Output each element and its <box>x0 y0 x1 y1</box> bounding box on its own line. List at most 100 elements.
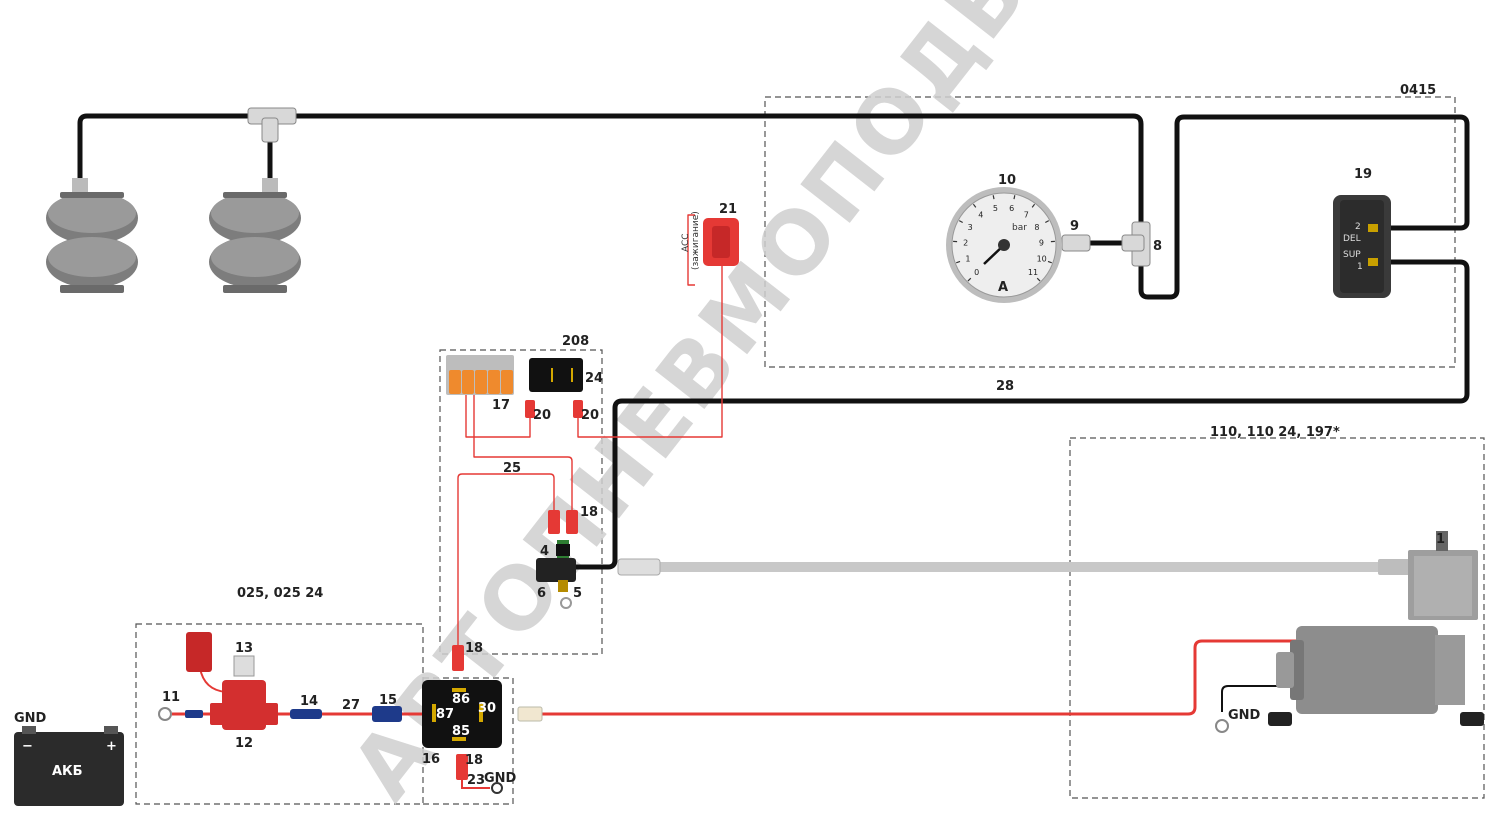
rocker-switch[interactable] <box>529 358 583 392</box>
gauge-tick <box>992 195 995 200</box>
power-wires <box>172 639 1296 716</box>
gauge-tick <box>1031 203 1036 208</box>
gauge-scale-label: 6 <box>1009 204 1014 213</box>
group-label-compressor: 110, 110 24, 197* <box>1210 425 1340 440</box>
label-18-relay-top: 18 <box>465 641 483 656</box>
relay <box>422 680 502 748</box>
pressure-switch <box>536 540 576 609</box>
gauge-tick <box>967 277 972 282</box>
valve-sup: SUP <box>1343 250 1361 260</box>
label-18-relay-bottom: 18 <box>465 753 483 768</box>
connector-15 <box>372 706 402 722</box>
connector-20b <box>573 400 583 418</box>
group-label-valve: 0415 <box>1400 83 1436 98</box>
air-lines <box>77 113 1470 570</box>
group-boxes <box>135 96 1485 805</box>
wire-25-a <box>457 473 555 645</box>
connector-18-top-b <box>566 510 578 534</box>
valve-group-box <box>764 96 1456 368</box>
gnd-label-compressor: GND <box>1228 708 1261 723</box>
relay-box-outline <box>423 677 514 805</box>
fitting-9 <box>1061 234 1091 252</box>
gauge-tick <box>955 260 961 264</box>
label-25: 25 <box>503 461 521 476</box>
connector-18-relay-top <box>452 645 464 671</box>
wire-17-20 <box>465 394 531 438</box>
relay-group-box <box>439 349 603 655</box>
gauge-scale-label: 10 <box>1037 254 1047 263</box>
fuse-holder[interactable] <box>186 632 278 730</box>
valve-block: 2 DEL SUP 1 <box>1333 195 1391 298</box>
gauge-tick <box>958 220 963 224</box>
wire-25-b <box>473 394 573 512</box>
gnd-label-relay: GND <box>484 771 517 786</box>
gauge-scale-label: 5 <box>993 204 998 213</box>
relay-pin-86: 86 <box>452 692 470 707</box>
label-21: 21 <box>719 202 737 217</box>
label-19: 19 <box>1354 167 1372 182</box>
battery <box>14 726 124 806</box>
gauge-tick <box>1047 260 1053 264</box>
acc-label-ignition: (зажигание) <box>691 211 701 270</box>
label-28: 28 <box>996 379 1014 394</box>
relay-gnd-wire <box>461 778 490 789</box>
group-label-relay: 208 <box>562 334 589 349</box>
battery-plus: + <box>106 739 117 754</box>
connector-20a <box>525 400 535 418</box>
connector-14 <box>290 709 322 719</box>
group-label-fuse: 025, 025 24 <box>237 586 323 601</box>
label-20a: 20 <box>533 408 551 423</box>
air-line-top <box>77 113 1144 231</box>
label-8: 8 <box>1153 239 1162 254</box>
gauge-tick <box>972 203 977 208</box>
gnd-label-battery: GND <box>14 711 47 726</box>
label-5: 5 <box>573 586 582 601</box>
gauge-tick <box>1045 220 1050 224</box>
wire-relay-compressor <box>540 639 1296 716</box>
relay-output-connector <box>517 706 543 722</box>
relay-pin-85: 85 <box>452 724 470 739</box>
air-line-tee-down <box>1138 114 1470 300</box>
gauge-scale-label: 7 <box>1024 211 1029 220</box>
gnd-wires <box>461 685 1298 789</box>
compressor-hose <box>617 558 1412 576</box>
gauge-scale-label: 1 <box>965 254 970 263</box>
compressor-group-box <box>1069 437 1485 799</box>
terminal-block <box>446 355 514 395</box>
label-23: 23 <box>467 773 485 788</box>
gauge-unit: bar <box>1012 223 1027 233</box>
fuse-group-box <box>135 623 424 805</box>
tee-fitting-8 <box>1121 221 1151 267</box>
air-line-28 <box>567 259 1470 570</box>
connector-18-relay-bottom <box>456 754 468 780</box>
valve-port-2: 2 <box>1355 222 1361 232</box>
gauge-scale-label: 11 <box>1028 268 1038 277</box>
gauge-scale-label: 8 <box>1034 223 1039 232</box>
label-17: 17 <box>492 398 510 413</box>
gauge-scale-label: 0 <box>974 268 979 277</box>
connector-18-top-a <box>548 510 560 534</box>
label-16: 16 <box>422 752 440 767</box>
gauge-tick <box>1036 277 1041 282</box>
gauge-scale-label: 4 <box>978 211 983 220</box>
label-10: 10 <box>998 173 1016 188</box>
valve-del: DEL <box>1343 234 1361 244</box>
label-20b: 20 <box>581 408 599 423</box>
acc-bracket <box>687 214 695 286</box>
label-18-top: 18 <box>580 505 598 520</box>
relay-pin-30: 30 <box>478 701 496 716</box>
label-6: 6 <box>537 586 546 601</box>
label-4: 4 <box>540 544 549 559</box>
relay-pin-87: 87 <box>436 707 454 722</box>
label-14: 14 <box>300 694 318 709</box>
label-24: 24 <box>585 371 603 386</box>
label-1: 1 <box>1436 532 1445 547</box>
label-11: 11 <box>162 690 180 705</box>
air-bag-1 <box>46 178 138 293</box>
ring-terminal-23 <box>491 782 503 794</box>
ring-terminal-11 <box>158 707 203 721</box>
bag-tee-fitting <box>247 107 297 143</box>
